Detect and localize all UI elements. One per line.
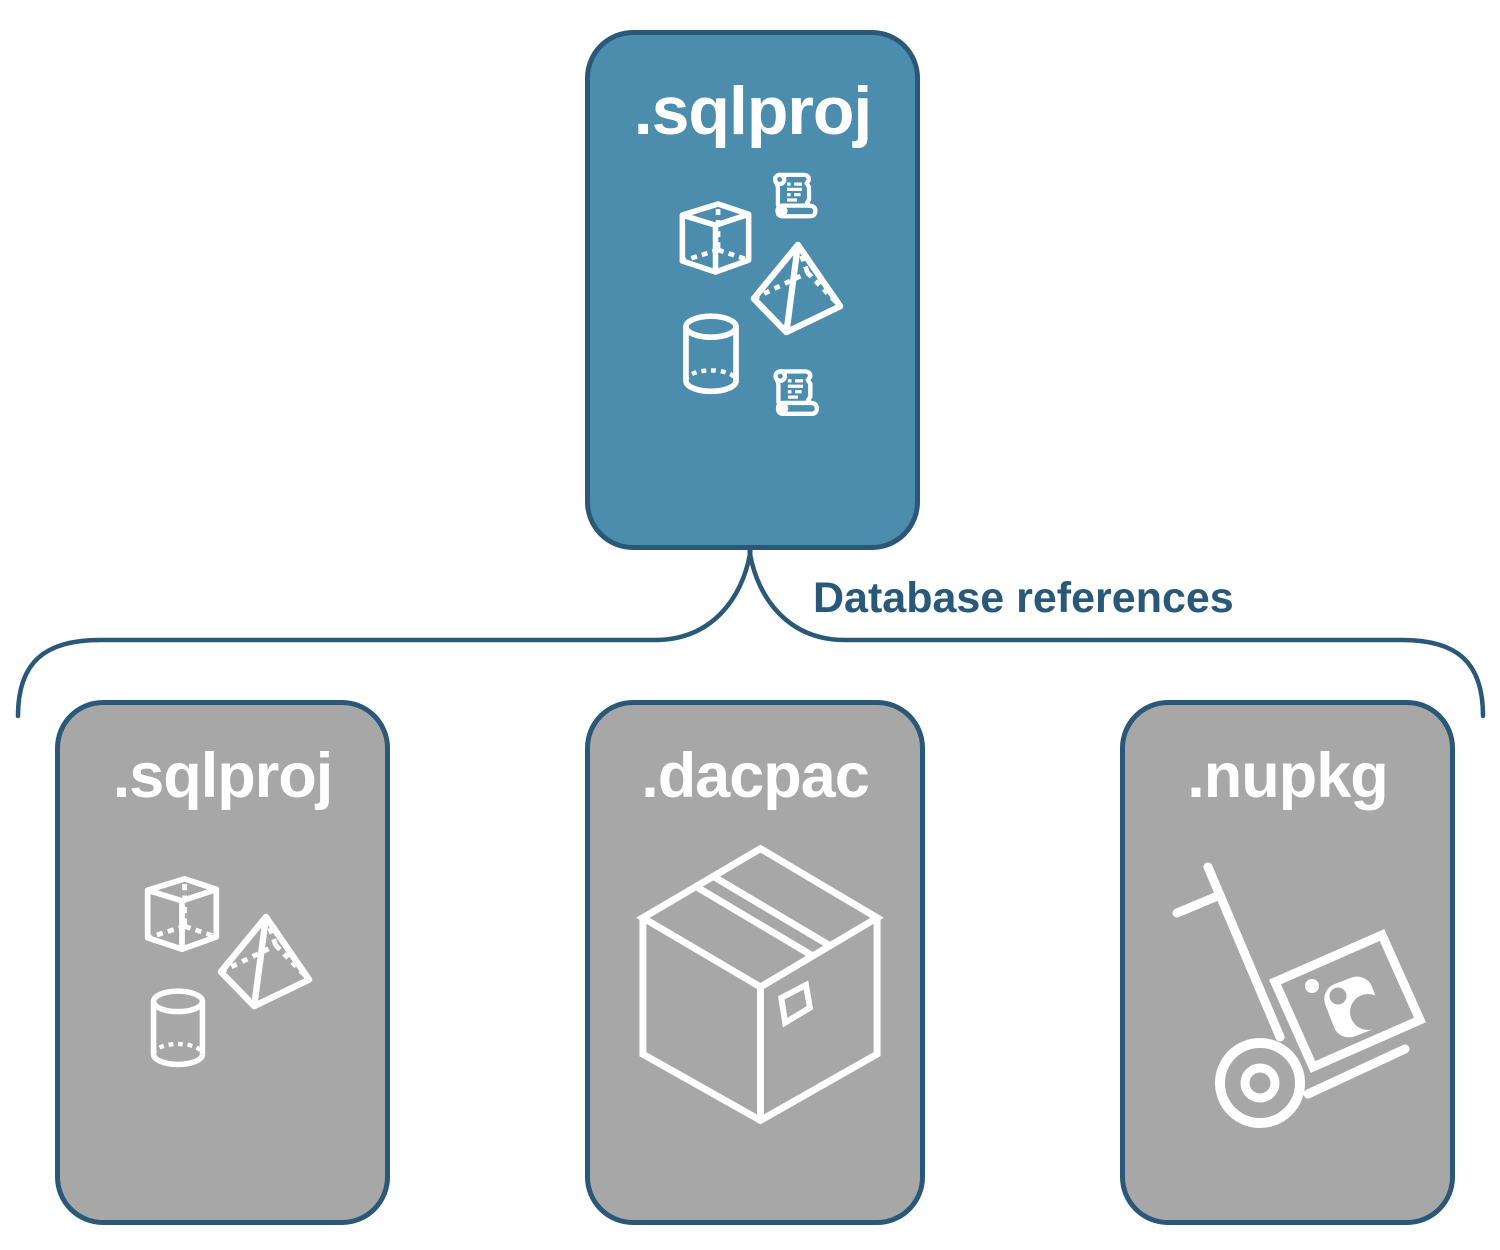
cylinder-icon	[677, 313, 745, 397]
node-root-sqlproj: .sqlproj	[585, 30, 920, 550]
pyramid-icon	[743, 241, 849, 337]
node-ref-nupkg: .nupkg	[1120, 700, 1455, 1225]
brace-connector	[15, 548, 1486, 719]
node-ref-dacpac: .dacpac	[585, 700, 925, 1225]
connector-label: Database references	[813, 574, 1234, 622]
node-ref-title: .sqlproj	[112, 741, 334, 811]
node-root-title: .sqlproj	[633, 73, 873, 149]
cube-icon	[673, 193, 758, 283]
pyramid-icon	[211, 913, 317, 1011]
node-ref-title: .dacpac	[641, 741, 870, 811]
nuget-hand-truck-icon	[1165, 845, 1465, 1145]
cube-icon	[138, 868, 226, 960]
node-ref-sqlproj: .sqlproj	[55, 700, 390, 1225]
node-ref-title: .nupkg	[1187, 741, 1388, 811]
scroll-icon	[769, 361, 827, 421]
package-box-icon	[635, 840, 885, 1130]
scroll-icon	[768, 165, 826, 223]
cylinder-icon	[143, 988, 213, 1070]
